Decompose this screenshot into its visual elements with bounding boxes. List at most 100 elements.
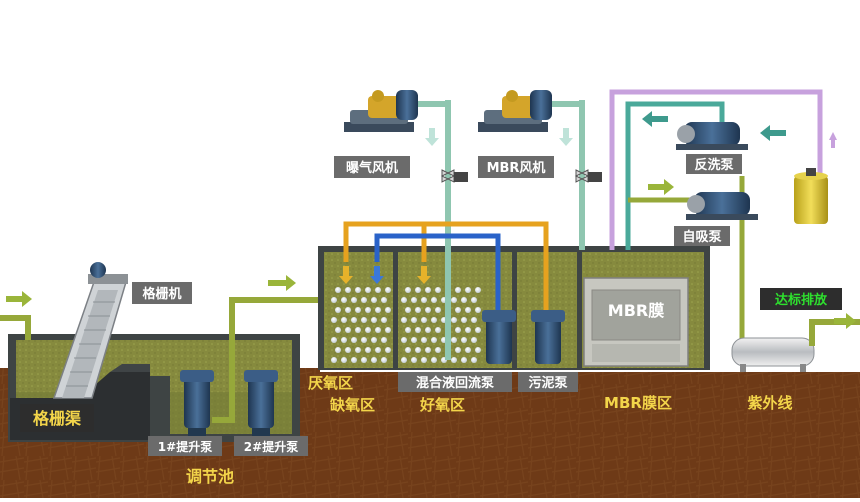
backwash-pump-line — [625, 101, 725, 250]
blue-return-pipe — [374, 233, 501, 310]
air-bubble — [341, 297, 347, 303]
air-bubble — [465, 347, 471, 353]
down-arrow-icon — [339, 266, 353, 284]
mbr-membrane-text: MBR膜 — [608, 301, 664, 320]
air-bubble — [475, 307, 481, 313]
air-bubble — [431, 337, 437, 343]
air-bubble — [345, 287, 351, 293]
mbr-membrane-module — [583, 277, 689, 367]
air-bubble — [381, 357, 387, 363]
mbr-blower-icon — [478, 90, 552, 132]
lift-pump-1-text: 1#提升泵 — [158, 439, 212, 454]
air-bubble — [401, 357, 407, 363]
air-bubble — [431, 297, 437, 303]
air-bubble — [365, 307, 371, 313]
air-bubble — [461, 357, 467, 363]
lift-pipe — [212, 297, 320, 423]
air-bubble — [361, 337, 367, 343]
air-bubble — [381, 317, 387, 323]
air-bubble — [345, 327, 351, 333]
air-bubble — [435, 347, 441, 353]
mixed-liquor-return-pump-text: 混合液回流泵 — [416, 375, 494, 391]
mbr-valve-icon — [574, 169, 602, 183]
air-bubble — [375, 287, 381, 293]
air-bubble — [331, 337, 337, 343]
air-bubble — [451, 317, 457, 323]
air-bubble — [405, 287, 411, 293]
uv-sterilizer-text: 紫外线 — [747, 394, 792, 412]
air-bubble — [361, 357, 367, 363]
purple-backwash-pipe — [609, 89, 823, 250]
air-bubble — [335, 307, 341, 313]
air-bubble — [355, 287, 361, 293]
air-bubble — [461, 337, 467, 343]
air-bubble — [331, 357, 337, 363]
air-bubble — [345, 307, 351, 313]
air-bubble — [351, 357, 357, 363]
air-bubble — [415, 287, 421, 293]
air-bubble — [361, 297, 367, 303]
air-bubble — [415, 327, 421, 333]
discharge-pipe — [809, 319, 860, 346]
air-bubble — [371, 337, 377, 343]
air-bubble — [405, 347, 411, 353]
down-arrow-icon — [417, 266, 431, 284]
air-bubble — [375, 327, 381, 333]
label-lift-pump-1: 1#提升泵 — [148, 436, 222, 456]
air-bubble — [365, 347, 371, 353]
down-arrow-icon — [370, 266, 384, 284]
air-bubble — [385, 327, 391, 333]
air-bubble — [375, 307, 381, 313]
air-bubble — [405, 327, 411, 333]
mbr-membrane-zone-text: MBR膜区 — [604, 394, 672, 412]
air-bubble — [381, 297, 387, 303]
air-bubble — [475, 327, 481, 333]
air-bubble — [401, 317, 407, 323]
label-self-priming-pump: 自吸泵 — [674, 226, 730, 246]
air-bubble — [335, 327, 341, 333]
air-bubble — [401, 337, 407, 343]
label-lift-pump-2: 2#提升泵 — [234, 436, 308, 456]
self-priming-pump-text: 自吸泵 — [682, 229, 721, 245]
yellow-air-pipe — [343, 221, 549, 310]
sludge-pump-icon — [531, 310, 565, 364]
air-bubble — [425, 347, 431, 353]
up-arrow-icon — [829, 132, 837, 148]
regulating-tank-text: 调节池 — [186, 467, 234, 486]
label-sludge-pump: 污泥泵 — [518, 372, 578, 392]
inflow-pipe — [0, 315, 31, 340]
air-bubble — [411, 337, 417, 343]
air-bubble — [451, 297, 457, 303]
lift-pump-2-icon — [244, 370, 278, 438]
label-aeration-blower: 曝气风机 — [334, 156, 410, 178]
air-bubble — [471, 337, 477, 343]
chemical-tank-icon — [794, 168, 828, 224]
air-down-arrow-icon — [425, 128, 439, 146]
air-bubble — [421, 357, 427, 363]
air-bubble — [455, 327, 461, 333]
air-bubble — [431, 357, 437, 363]
air-bubble — [411, 297, 417, 303]
air-bubble — [455, 287, 461, 293]
anoxic-zone-text: 缺氧区 — [329, 396, 375, 414]
aeration-valve-icon — [440, 169, 468, 183]
lift-pump-2-text: 2#提升泵 — [244, 439, 298, 454]
label-mixed-liquor-return-pump: 混合液回流泵 — [398, 372, 512, 392]
air-bubble — [371, 317, 377, 323]
air-bubble — [471, 317, 477, 323]
air-bubble — [451, 357, 457, 363]
aeration-bubbles — [331, 287, 481, 363]
lift-pipe-arrow-icon — [268, 275, 296, 291]
self-priming-pump-icon — [686, 192, 758, 220]
air-bubble — [331, 297, 337, 303]
air-bubble — [421, 317, 427, 323]
air-bubble — [335, 287, 341, 293]
air-bubble — [351, 297, 357, 303]
label-mbr-blower: MBR风机 — [478, 156, 554, 178]
air-bubble — [361, 317, 367, 323]
air-bubble — [355, 327, 361, 333]
air-bubble — [405, 307, 411, 313]
air-bubble — [435, 307, 441, 313]
air-bubble — [355, 307, 361, 313]
